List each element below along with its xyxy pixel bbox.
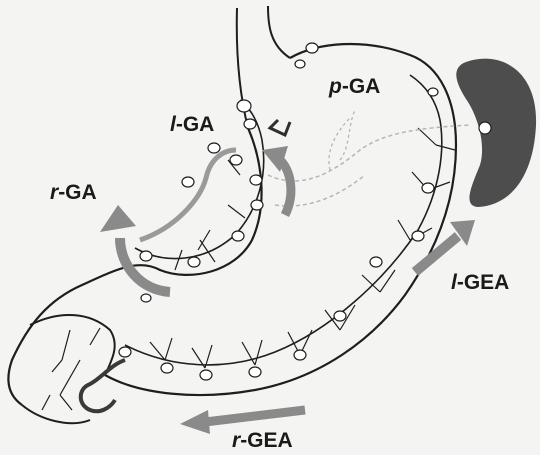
label-r-ga-prefix: r xyxy=(50,181,58,204)
arrow-right-gastroepiploic-head xyxy=(180,410,210,434)
label-p-ga-suffix: -GA xyxy=(342,75,381,98)
duodenum-outline xyxy=(30,315,115,375)
label-r-ga-suffix: -GA xyxy=(58,181,97,204)
lymph-node xyxy=(250,175,262,185)
arrow-right-gastroepiploic-shaft xyxy=(205,410,305,422)
posterior-gastric-branch xyxy=(329,110,355,170)
stomach-greater-curvature xyxy=(105,44,456,395)
lymph-node xyxy=(232,231,244,241)
label-l-gea-suffix: -GEA xyxy=(457,271,510,294)
label-l-gea: l-GEA xyxy=(451,272,509,293)
lymph-node xyxy=(208,143,220,153)
lymph-node xyxy=(237,100,251,112)
pyloric-dark-vessel xyxy=(81,360,125,411)
left-gastric-clip xyxy=(270,120,290,135)
right-gastric-vessel xyxy=(140,150,236,240)
lymph-node xyxy=(479,122,491,134)
spleen-shape xyxy=(456,59,536,207)
label-p-ga-prefix: p xyxy=(329,75,342,98)
lymph-node xyxy=(412,231,424,241)
label-l-ga-suffix: -GA xyxy=(176,113,215,136)
duodenum-lower-outline xyxy=(22,405,90,423)
lymph-node xyxy=(370,257,382,267)
lymph-node xyxy=(251,200,263,210)
lymph-node xyxy=(141,294,151,302)
lymph-node xyxy=(119,347,131,357)
label-p-ga: p-GA xyxy=(329,76,380,97)
lymph-node xyxy=(249,367,261,377)
lymph-node xyxy=(182,177,194,187)
lymph-node xyxy=(428,88,438,96)
vessel-branches xyxy=(150,128,455,368)
esophagus-outline-right xyxy=(268,6,290,58)
lymph-node xyxy=(295,60,305,68)
lymph-node xyxy=(161,363,173,373)
arrow-right-gastric-head xyxy=(100,205,136,232)
label-l-ga: l-GA xyxy=(170,114,214,135)
lymph-node xyxy=(244,119,256,129)
label-r-gea: r-GEA xyxy=(232,430,293,451)
lymph-node xyxy=(200,370,212,380)
label-r-gea-prefix: r xyxy=(232,429,240,452)
pyloric-branches xyxy=(42,328,100,410)
label-r-gea-suffix: -GEA xyxy=(240,429,293,452)
label-r-ga: r-GA xyxy=(50,182,97,203)
lymph-node xyxy=(334,311,346,321)
lymph-node xyxy=(188,257,200,267)
lymph-node xyxy=(294,350,306,360)
lymph-node xyxy=(230,155,242,165)
lymph-node xyxy=(422,183,434,193)
posterior-gastric-vessel xyxy=(268,125,470,181)
lymph-nodes xyxy=(119,43,491,380)
lymph-node xyxy=(306,43,318,53)
lymph-node xyxy=(140,251,152,261)
